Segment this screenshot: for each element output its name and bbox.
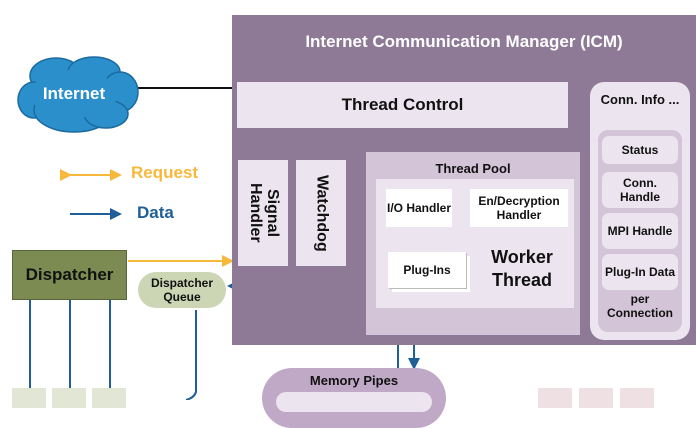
- io-handler-box: I/O Handler: [386, 189, 452, 227]
- legend-request-label: Request: [131, 163, 199, 182]
- icm-title: Internet Communication Manager (ICM): [305, 32, 623, 51]
- watchdog-box: Watchdog: [296, 160, 346, 266]
- work-process-stub-1: [12, 388, 46, 408]
- right-stub-2: [579, 388, 613, 408]
- internet-label: Internet: [42, 84, 106, 103]
- legend-data-label: Data: [137, 203, 174, 222]
- work-process-stub-2: [52, 388, 86, 408]
- plugins-box: Plug-Ins: [388, 252, 466, 288]
- thread-control-box: Thread Control: [237, 82, 568, 128]
- encryption-handler-box: En/Decryption Handler: [470, 189, 568, 227]
- conn-info-title: Conn. Info ...: [600, 92, 680, 107]
- right-stub-1: [538, 388, 572, 408]
- dispatcher-box: Dispatcher: [12, 250, 127, 300]
- conn-handle-box: Conn. Handle: [602, 172, 678, 208]
- right-stub-3: [620, 388, 654, 408]
- conn-status-box: Status: [602, 136, 678, 164]
- memory-pipes-inner: [276, 392, 432, 412]
- mpi-handle-box: MPI Handle: [602, 213, 678, 249]
- worker-thread-label: Worker Thread: [491, 247, 553, 290]
- watchdog-label: Watchdog: [313, 174, 331, 252]
- thread-pool-title: Thread Pool: [435, 161, 511, 176]
- signal-handler-label: Signal Handler: [247, 183, 281, 243]
- per-connection-label: per Connection: [607, 292, 673, 321]
- dispatcher-queue: Dispatcher Queue: [138, 272, 226, 308]
- memory-pipes-label: Memory Pipes: [309, 373, 399, 388]
- dispatcher-label: Dispatcher: [25, 265, 114, 284]
- plugin-data-box: Plug-In Data: [602, 254, 678, 290]
- work-process-stub-3: [92, 388, 126, 408]
- signal-handler-box: Signal Handler: [238, 160, 288, 266]
- queue-down-line: [185, 310, 197, 400]
- thread-control-label: Thread Control: [341, 95, 464, 114]
- internet-cloud-icon: [17, 56, 139, 133]
